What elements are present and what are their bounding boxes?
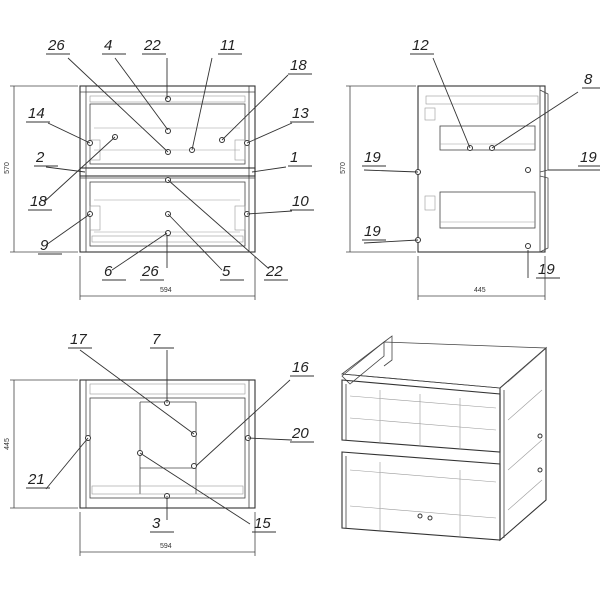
callout-label-c10: 10 (292, 193, 309, 210)
callout-leader-c22b (167, 179, 269, 269)
callout-label-c14: 14 (28, 105, 45, 122)
callout-label-c12: 12 (412, 37, 429, 54)
callout-leader-c26a (67, 57, 169, 153)
callout-label-c19c: 19 (364, 223, 381, 240)
callout-label-c18b: 18 (30, 193, 47, 210)
callout-label-c3: 3 (152, 515, 161, 532)
callout-leader-c2 (45, 166, 86, 173)
callout-leader-c6 (111, 232, 168, 271)
callout-label-c19a: 19 (364, 149, 381, 166)
callout-label-c16: 16 (292, 359, 309, 376)
callout-label-c4: 4 (104, 37, 112, 54)
callout-label-c17: 17 (70, 331, 87, 348)
isometric-view (340, 335, 548, 542)
callout-leader-c15 (139, 452, 251, 525)
callout-label-c7: 7 (152, 331, 161, 348)
callout-leader-c11 (191, 57, 213, 151)
side-view: 445 570 12 8 19 19 19 19 (340, 37, 600, 300)
callout-label-c21: 21 (27, 471, 45, 488)
top-height-dimension: 445 (4, 438, 11, 450)
callout-label-c22b: 22 (265, 263, 283, 280)
callout-leader-c17 (79, 349, 195, 435)
callout-label-c5: 5 (222, 263, 231, 280)
callout-label-c11: 11 (220, 37, 236, 54)
callout-leader-c4 (114, 57, 169, 131)
side-width-dimension: 445 (474, 287, 486, 294)
top-width-dimension: 594 (160, 543, 172, 550)
callout-label-c18a: 18 (290, 57, 307, 74)
top-view: 594 445 17 7 16 20 21 3 15 (4, 331, 314, 556)
callout-label-c13: 13 (292, 105, 309, 122)
callout-leader-c18a (221, 74, 289, 141)
callout-leader-c13 (246, 122, 293, 144)
front-view: 594 570 26 4 22 11 18 14 13 2 1 18 10 9 6 26 5 22 (4, 37, 314, 300)
front-height-dimension: 570 (4, 162, 11, 174)
callout-label-c2: 2 (35, 149, 45, 166)
callout-leader-c1 (251, 166, 287, 173)
callout-leader-c14 (47, 122, 91, 144)
callout-leader-c20 (247, 437, 293, 441)
callout-label-c26a: 26 (47, 37, 65, 54)
callout-leader-c16 (195, 379, 291, 467)
front-width-dimension: 594 (160, 287, 172, 294)
side-callouts: 12 8 19 19 19 19 (362, 37, 600, 279)
callout-leader-c8 (491, 91, 579, 149)
top-callouts: 17 7 16 20 21 3 15 (26, 331, 314, 533)
callout-leader-c5 (167, 213, 223, 271)
callout-leader-c10 (246, 210, 293, 215)
callout-leader-c12 (432, 57, 471, 149)
side-height-dimension: 570 (340, 162, 347, 174)
front-callouts: 26 4 22 11 18 14 13 2 1 18 10 9 6 26 5 22 (26, 37, 314, 281)
callout-leader-c9 (45, 213, 91, 246)
callout-label-c9: 9 (40, 237, 49, 254)
callout-leader-c19c (363, 239, 419, 244)
callout-leader-c18b (43, 136, 116, 203)
callout-label-c1: 1 (290, 149, 298, 166)
callout-leader-c21 (45, 437, 89, 490)
callout-label-c15: 15 (254, 515, 271, 532)
callout-label-c22a: 22 (143, 37, 161, 54)
callout-label-c8: 8 (584, 71, 593, 88)
callout-label-c26b: 26 (141, 263, 159, 280)
callout-label-c19d: 19 (538, 261, 555, 278)
callout-leader-c19a (363, 169, 419, 173)
callout-label-c6: 6 (104, 263, 113, 280)
callout-label-c19b: 19 (580, 149, 597, 166)
callout-label-c20: 20 (291, 425, 309, 442)
